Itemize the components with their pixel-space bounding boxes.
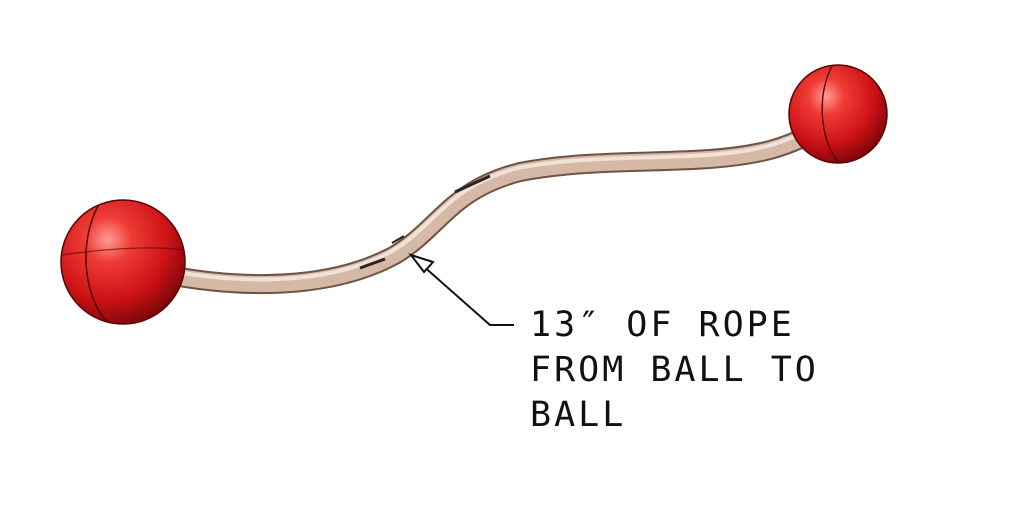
rope-length-annotation: 13″ OF ROPE FROM BALL TO BALL [530, 303, 819, 438]
left-ball [60, 199, 186, 325]
leader-arrow [408, 253, 514, 326]
annotation-line-3: BALL [530, 395, 627, 435]
rope [158, 117, 832, 295]
right-ball [788, 64, 888, 164]
annotation-line-2: FROM BALL TO [530, 350, 819, 390]
annotation-line-1: 13″ OF ROPE [530, 305, 795, 345]
